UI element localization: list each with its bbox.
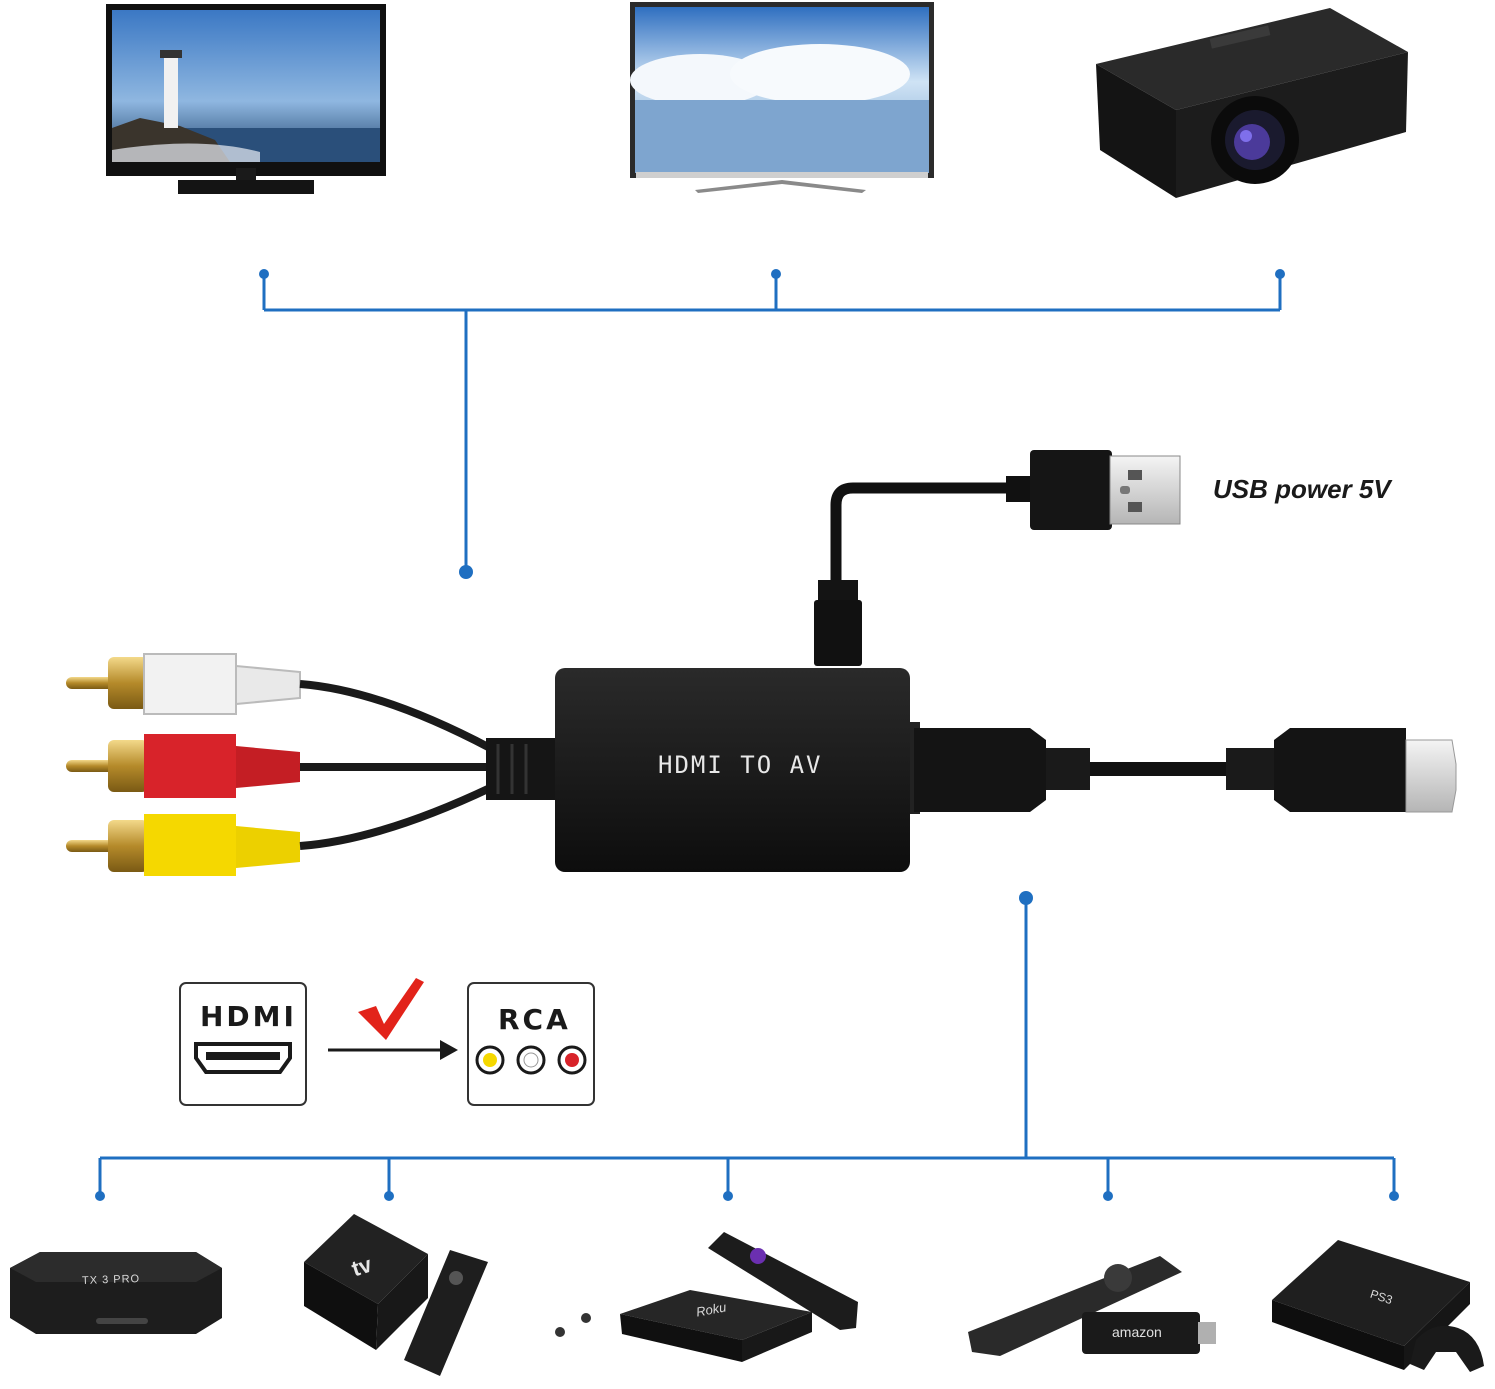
rca-plug-red [66, 734, 490, 798]
tv-lighthouse [106, 4, 386, 194]
adapter-label: HDMI TO AV [658, 751, 823, 779]
rca-legend-label: RCA [498, 1003, 571, 1036]
rca-plug-yellow [66, 784, 492, 876]
connector-dot [384, 1191, 394, 1201]
connector-dot [1275, 269, 1285, 279]
apple-tv [304, 1214, 488, 1376]
usb-cable [814, 450, 1181, 666]
rca-plug-white [66, 653, 492, 752]
connector-dot [459, 565, 473, 579]
check-mark-icon [358, 978, 424, 1040]
connector-dot [723, 1191, 733, 1201]
top-connector-lines [262, 274, 1282, 572]
tx3-pro-logo: TX 3 PRO [81, 1272, 141, 1288]
connector-dot [1389, 1191, 1399, 1201]
projector [1096, 8, 1408, 198]
hdmi-legend-box [179, 982, 307, 1106]
roku-player [555, 1232, 858, 1362]
fire-tv-stick [968, 1256, 1216, 1356]
hdmi-legend-label: HDMI [200, 1000, 297, 1033]
conversion-arrow [328, 1040, 458, 1060]
tv-winter [630, 2, 934, 193]
connector-dot [771, 269, 781, 279]
hdmi-cable [914, 728, 1457, 813]
connector-dot [1019, 891, 1033, 905]
connector-dot [1103, 1191, 1113, 1201]
tx3-pro-box [10, 1252, 222, 1334]
bottom-connector-lines [98, 898, 1396, 1196]
connector-dot [259, 269, 269, 279]
ps3-console [1272, 1240, 1484, 1372]
connector-dot [95, 1191, 105, 1201]
amazon-logo: amazon [1112, 1324, 1162, 1340]
rca-legend-box [467, 982, 595, 1106]
usb-power-label: USB power 5V [1213, 474, 1391, 504]
